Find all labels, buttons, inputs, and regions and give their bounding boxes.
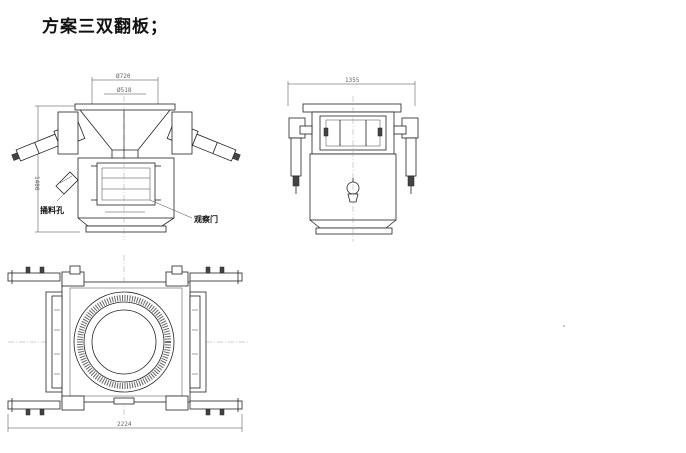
top-view: 2224	[7, 255, 250, 432]
label-poke-hole: 捅料孔	[40, 205, 64, 215]
dim-inner-diameter: Ø518	[117, 87, 132, 94]
dim-outer-diameter: Ø720	[116, 73, 131, 80]
dim-side-width: 1355	[345, 77, 360, 84]
dim-top-width: 2224	[117, 421, 132, 428]
dim-height: 1400	[33, 176, 40, 191]
label-inspection-door: 观察门	[194, 214, 218, 224]
page-title: 方案三双翻板；	[42, 17, 168, 37]
side-view: 1355	[287, 77, 419, 242]
front-view: Ø720 Ø518 1400	[11, 73, 241, 240]
